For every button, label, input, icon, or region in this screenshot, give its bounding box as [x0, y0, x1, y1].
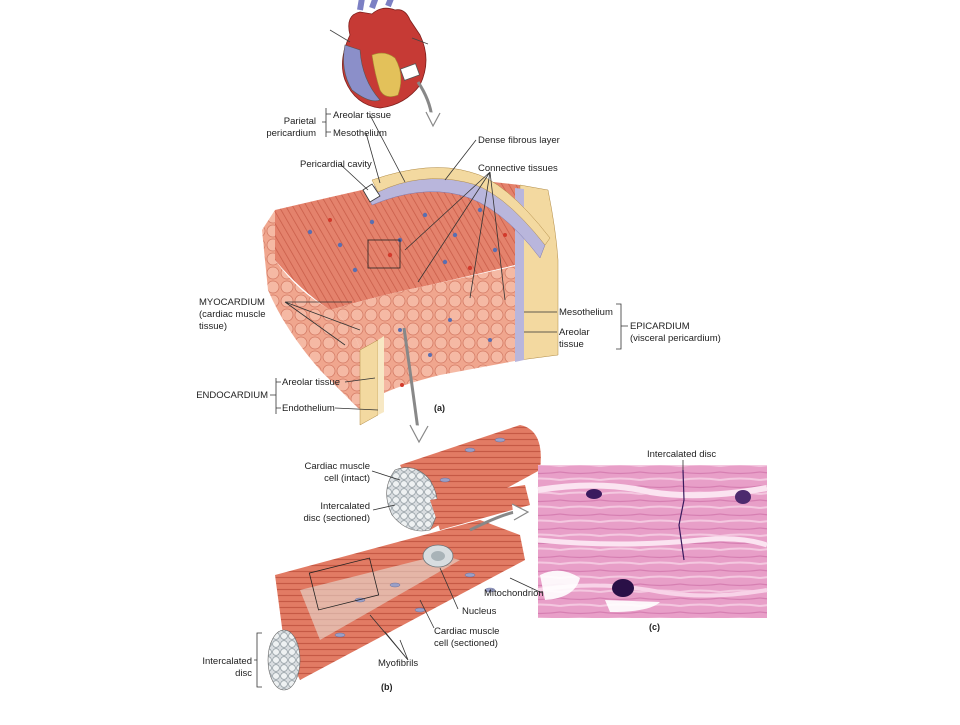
label-areolar-right-2: tissue — [559, 339, 584, 350]
label-disc-bottom-1: Intercalated — [202, 656, 252, 667]
labels: Parietal pericardium Areolar tissue Meso… — [196, 110, 721, 692]
label-endothelium: Endothelium — [282, 403, 335, 414]
label-endocardium: ENDOCARDIUM — [196, 390, 268, 401]
zoom-arrow-b — [402, 327, 429, 444]
label-areolar-endo: Areolar tissue — [282, 377, 340, 388]
label-epicardium-2: (visceral pericardium) — [630, 333, 721, 344]
label-cell-intact-2: cell (intact) — [324, 473, 370, 484]
label-parietal-1: Parietal — [284, 116, 316, 127]
heart-illustration — [329, 0, 441, 128]
label-areolar-right-1: Areolar — [559, 327, 590, 338]
label-parietal-2: pericardium — [266, 128, 316, 139]
label-areolar-tissue-top: Areolar tissue — [333, 110, 391, 121]
label-cell-sectioned-2: cell (sectioned) — [434, 638, 498, 649]
label-epicardium-1: EPICARDIUM — [630, 321, 690, 332]
cardiac-muscle-cells — [267, 425, 541, 691]
label-myofibrils: Myofibrils — [378, 658, 418, 669]
label-mesothelium-top: Mesothelium — [333, 128, 387, 139]
label-pericardial-cavity: Pericardial cavity — [300, 159, 372, 170]
heart-wall-block — [262, 167, 559, 426]
label-nucleus: Nucleus — [462, 606, 497, 617]
label-disc-sectioned-2: disc (sectioned) — [303, 513, 370, 524]
label-panel-b: (b) — [381, 682, 393, 692]
label-connective-tissues: Connective tissues — [478, 163, 558, 174]
label-panel-a: (a) — [434, 403, 445, 413]
micrograph — [537, 465, 768, 618]
label-mesothelium-right: Mesothelium — [559, 307, 613, 318]
label-myocardium-3: tissue) — [199, 321, 227, 332]
label-mitochondrion: Mitochondrion — [484, 588, 544, 599]
label-dense-fibrous-layer: Dense fibrous layer — [478, 135, 560, 146]
label-panel-c: (c) — [649, 622, 660, 632]
leader-lines — [254, 108, 684, 688]
label-myocardium-1: MYOCARDIUM — [199, 297, 265, 308]
label-intercalated-disc-micro: Intercalated disc — [647, 449, 716, 460]
label-cell-intact-1: Cardiac muscle — [305, 461, 370, 472]
label-cell-sectioned-1: Cardiac muscle — [434, 626, 499, 637]
label-myocardium-2: (cardiac muscle — [199, 309, 266, 320]
label-disc-bottom-2: disc — [235, 668, 252, 679]
label-disc-sectioned-1: Intercalated — [320, 501, 370, 512]
